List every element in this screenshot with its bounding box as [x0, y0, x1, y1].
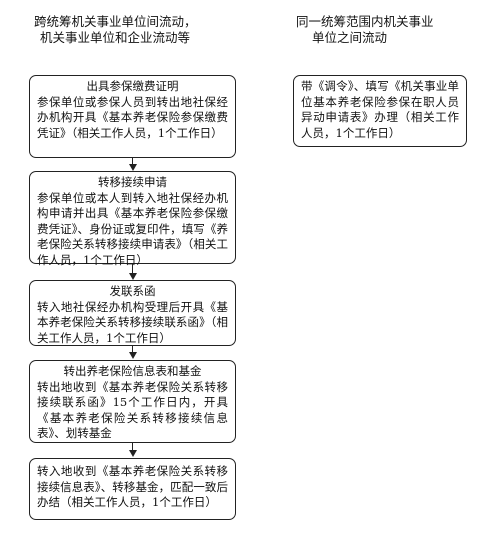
- step-1-box: 出具参保缴费证明 参保单位或参保人员到转出地社保经办机构开具《基本养老保险参保缴…: [29, 75, 236, 158]
- left-header-line-1: 跨统筹机关事业单位间流动，: [34, 14, 197, 29]
- step-4-body: 转出地收到《基本养老保险关系转移接续联系函》15个工作日内，开具《基本养老保险关…: [37, 379, 228, 441]
- step-3-body: 转入地社保经办机构受理后开具《基本养老保险关系转移接续联系函》（相关工作人员，1…: [37, 299, 228, 345]
- step-3-title: 发联系函: [109, 284, 156, 298]
- left-column-header: 跨统筹机关事业单位间流动， 机关事业单位和企业流动等: [34, 14, 274, 46]
- arrow-3-shaft: [132, 346, 134, 354]
- step-4-title: 转出养老保险信息表和基金: [63, 364, 202, 378]
- step-1-body: 参保单位或参保人员到转出地社保经办机构开具《基本养老保险参保缴费凭证》（相关工作…: [37, 94, 228, 140]
- step-2-title: 转移接续申请: [98, 175, 167, 189]
- arrow-1-shaft: [132, 158, 134, 166]
- step-5-body: 转入地收到《基本养老保险关系转移接续信息表》、转移基金，匹配一致后办结（相关工作…: [37, 464, 228, 509]
- step-3-box: 发联系函 转入地社保经办机构受理后开具《基本养老保险关系转移接续联系函》（相关工…: [29, 280, 236, 346]
- left-header-line-2: 机关事业单位和企业流动等: [40, 30, 191, 45]
- right-column-header: 同一统筹范围内机关事业 单位之间流动: [296, 14, 471, 46]
- side-box: 带《调令》、填写《机关事业单位基本养老保险参保在职人员异动申请表》办理（相关工作…: [293, 75, 467, 147]
- right-header-line-1: 同一统筹范围内机关事业: [296, 14, 434, 29]
- step-5-box: 转入地收到《基本养老保险关系转移接续信息表》、转移基金，匹配一致后办结（相关工作…: [29, 458, 236, 520]
- side-box-body: 带《调令》、填写《机关事业单位基本养老保险参保在职人员异动申请表》办理（相关工作…: [301, 79, 459, 140]
- arrow-1-head: [129, 164, 137, 171]
- step-1-title: 出具参保缴费证明: [86, 79, 179, 93]
- arrow-2-shaft: [132, 264, 134, 275]
- arrow-4-shaft: [132, 443, 134, 452]
- step-2-body: 参保单位或本人到转入地社保经办机构申请并出具《基本养老保险参保缴费凭证》、身份证…: [37, 190, 228, 267]
- right-header-line-2: 单位之间流动: [312, 30, 388, 45]
- step-4-box: 转出养老保险信息表和基金 转出地收到《基本养老保险关系转移接续联系函》15个工作…: [29, 360, 236, 443]
- arrow-2-head: [129, 273, 137, 280]
- step-2-box: 转移接续申请 参保单位或本人到转入地社保经办机构申请并出具《基本养老保险参保缴费…: [29, 171, 236, 267]
- arrow-4-head: [129, 450, 137, 457]
- arrow-3-head: [129, 352, 137, 359]
